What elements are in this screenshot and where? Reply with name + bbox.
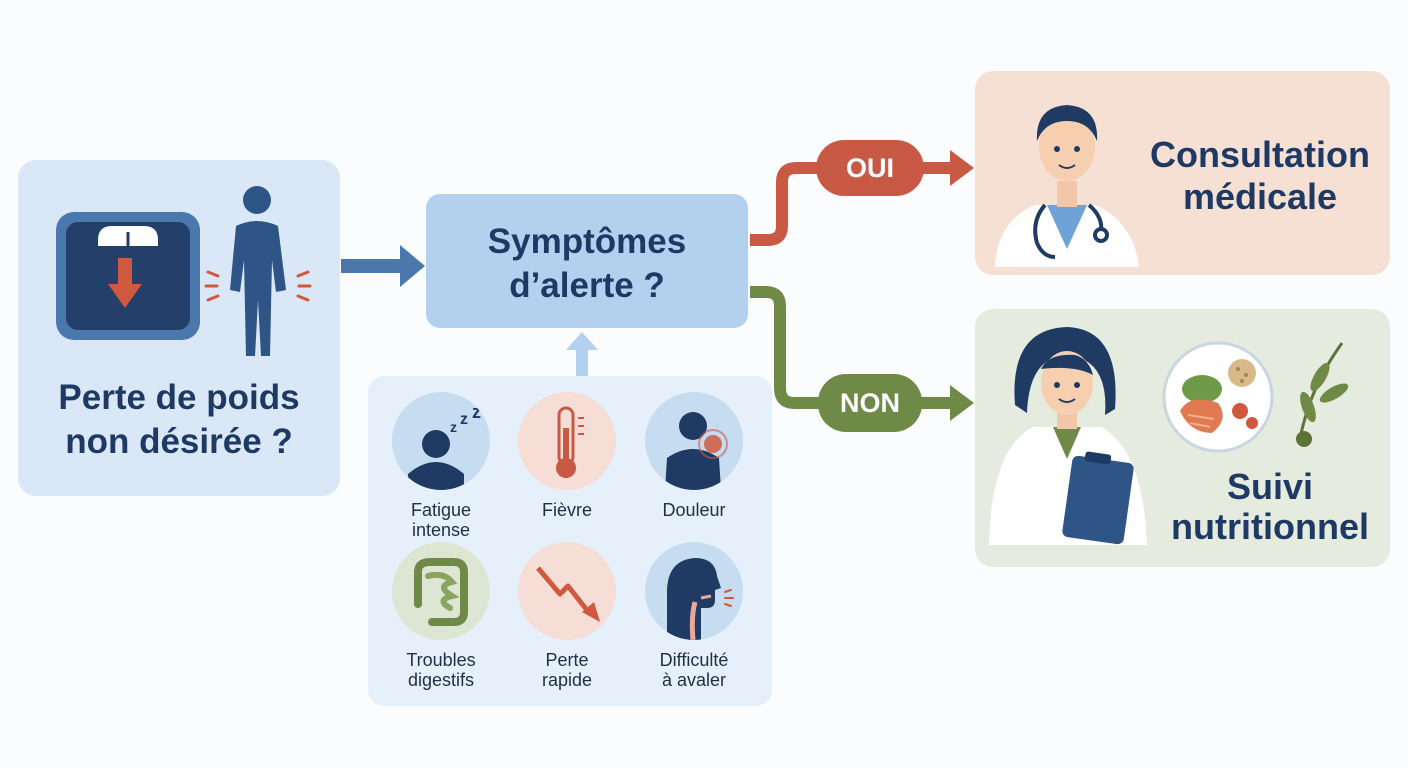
symptom-label-line1: Douleur <box>662 500 726 520</box>
symptom-rapid-loss: Perte rapide <box>507 542 627 690</box>
start-title-line1: Perte de poids <box>58 378 300 417</box>
no-label: NON <box>818 374 922 432</box>
symptom-digestive: Troubles digestifs <box>381 542 501 690</box>
symptom-label-line2: intense <box>411 520 471 540</box>
nutrition-title-line1: Suivi <box>1226 466 1314 507</box>
consult-box <box>975 71 1390 275</box>
doctor-icon <box>995 105 1139 267</box>
scale-person-illustration <box>56 186 312 356</box>
svg-text:z: z <box>472 402 481 422</box>
decision-title-line1: Symptômes <box>487 222 687 261</box>
yes-label: OUI <box>816 140 924 196</box>
nutrition-title-line2: nutritionnel <box>1171 506 1369 547</box>
decision-question: Symptômes d’alerte ? <box>426 220 748 308</box>
start-question: Perte de poids non désirée ? <box>18 376 340 464</box>
pain-icon <box>645 392 743 490</box>
consult-title: Consultation médicale <box>1140 134 1380 218</box>
symptom-label-line1: Perte <box>545 650 589 670</box>
svg-text:z: z <box>450 419 457 435</box>
consult-title-line1: Consultation <box>1150 134 1370 175</box>
symptom-label-line2: à avaler <box>661 670 727 690</box>
decline-arrow-icon <box>518 542 616 640</box>
bathroom-scale-icon <box>56 212 200 340</box>
start-title-line2: non désirée ? <box>65 422 293 461</box>
healthy-plate-icon <box>1162 341 1349 453</box>
decision-title-line2: d’alerte ? <box>509 266 665 305</box>
nutritionist-icon <box>989 327 1147 545</box>
decision-box <box>426 194 748 328</box>
person-icon <box>204 186 312 356</box>
arrow-start-to-decision <box>341 245 425 287</box>
start-box <box>18 160 340 496</box>
symptom-label-line2: rapide <box>541 670 593 690</box>
symptom-label-line1: Fièvre <box>541 500 592 520</box>
intestine-icon <box>392 542 490 640</box>
symptom-swallowing: Difficulté à avaler <box>634 542 754 690</box>
sleep-icon: z z z <box>392 392 490 490</box>
arrow-yes-branch <box>750 150 974 246</box>
arrow-symptoms-to-decision <box>566 332 598 378</box>
nutrition-title: Suivi nutritionnel <box>1150 467 1390 547</box>
symptom-fatigue: z z z Fatigue intense <box>381 392 501 540</box>
svg-text:z: z <box>460 411 468 428</box>
symptom-pain: Douleur <box>634 392 754 520</box>
clipboard-icon <box>1062 451 1134 545</box>
consult-title-line2: médicale <box>1182 176 1338 217</box>
symptom-fever: Fièvre <box>507 392 627 520</box>
symptom-label-line1: Fatigue <box>410 500 472 520</box>
symptom-label-line2: digestifs <box>407 670 475 690</box>
thermometer-icon <box>518 392 616 490</box>
throat-icon <box>645 542 743 640</box>
arrow-no-branch <box>750 286 974 421</box>
symptom-label-line1: Troubles <box>406 650 476 670</box>
nutrition-box <box>975 309 1390 567</box>
symptom-label-line1: Difficulté <box>659 650 729 670</box>
